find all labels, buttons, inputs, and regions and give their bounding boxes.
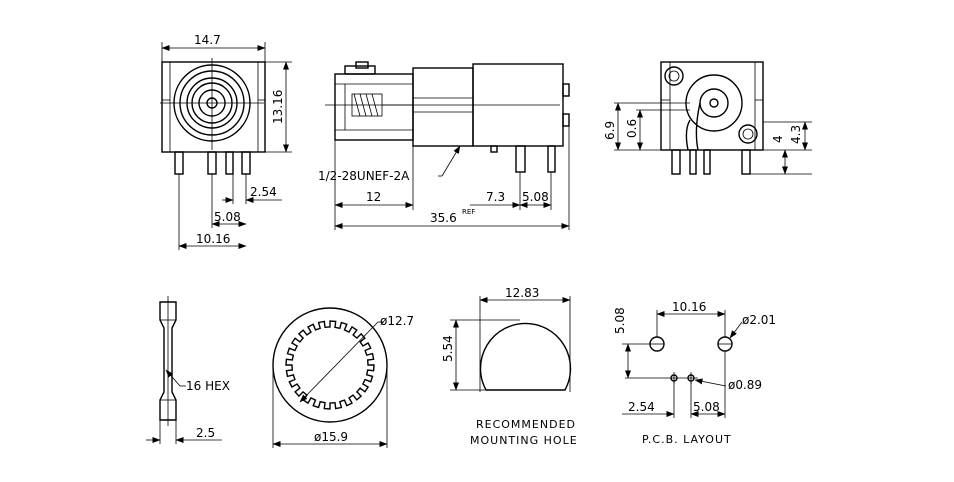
rear-height-d-label: 4.3: [789, 125, 803, 144]
nut-hex-label: 16 HEX: [186, 379, 230, 393]
side-view: 1/2-28UNEF-2A 12 7.3 5.08 35.6 REF: [318, 61, 570, 230]
side-overall-length-label: 35.6: [430, 211, 457, 225]
rear-pin-3: [703, 149, 711, 175]
side-pin-offset-label: 7.3: [486, 190, 505, 204]
front-pin-mid1: [207, 151, 217, 175]
front-height-label: 13.16: [271, 90, 285, 124]
washer-teeth: [285, 320, 375, 410]
washer-view: ø12.7 ø15.9: [272, 307, 414, 448]
mounting-hole-caption-2: MOUNTING HOLE: [470, 434, 578, 447]
washer-outer-dia-label: ø15.9: [314, 430, 348, 444]
mounting-hole-width-label: 12.83: [505, 286, 539, 300]
nut-view: 16 HEX 2.5: [146, 296, 230, 444]
side-pin-pitch-label: 5.08: [522, 190, 549, 204]
pcb-pitch-label: 5.08: [693, 400, 720, 414]
rear-pin-4: [741, 149, 751, 175]
side-pin-2: [547, 145, 556, 173]
front-width-label: 14.7: [194, 33, 221, 47]
pcb-offset-label: 2.54: [628, 400, 655, 414]
washer-inner-dia-label: ø12.7: [380, 314, 414, 328]
front-pin-mid2: [225, 151, 234, 175]
rear-height-a-label: 6.9: [603, 121, 617, 140]
side-pin-1: [515, 145, 526, 173]
front-pin-right: [241, 151, 251, 175]
pcb-span-label: 10.16: [672, 300, 706, 314]
front-pin-span-label: 10.16: [196, 232, 230, 246]
side-barrel-length-label: 12: [366, 190, 381, 204]
front-view: 14.7 13.16 2.54 5.08 10.16: [160, 33, 292, 250]
side-thread-label: 1/2-28UNEF-2A: [318, 169, 410, 183]
mounting-hole-caption-1: RECOMMENDED: [476, 418, 576, 431]
mounting-hole-shape: [479, 322, 572, 391]
pcb-small-hole-label: ø0.89: [728, 378, 762, 392]
rear-hole-top: [664, 66, 684, 86]
mounting-hole-height-label: 5.54: [441, 335, 455, 362]
nut-thickness-label: 2.5: [196, 426, 215, 440]
rear-body: [660, 61, 764, 151]
pcb-layout-view: 10.16 5.08 ø2.01 ø0.89 2.54 5.08 P.C.B. …: [613, 300, 776, 446]
rear-pin-2: [689, 149, 697, 175]
pcb-large-hole-label: ø2.01: [742, 313, 776, 327]
rear-hole-bottom: [738, 124, 758, 144]
front-pin-pitch-label: 5.08: [214, 210, 241, 224]
rear-pin-1: [671, 149, 681, 175]
mounting-hole-view: 12.83 5.54 RECOMMENDED MOUNTING HOLE: [441, 286, 578, 447]
front-pin-spacing-label: 2.54: [250, 185, 277, 199]
side-flange: [412, 67, 474, 147]
rear-view: 6.9 0.6 4 4.3: [603, 61, 812, 175]
rear-height-c-label: 4: [771, 135, 785, 143]
pcb-caption: P.C.B. LAYOUT: [642, 433, 732, 446]
side-ref-label: REF: [462, 208, 475, 216]
rear-height-b-label: 0.6: [625, 119, 639, 138]
front-pin-left: [174, 151, 184, 175]
pcb-vertical-label: 5.08: [613, 307, 627, 334]
rear-insulator: [685, 74, 743, 132]
